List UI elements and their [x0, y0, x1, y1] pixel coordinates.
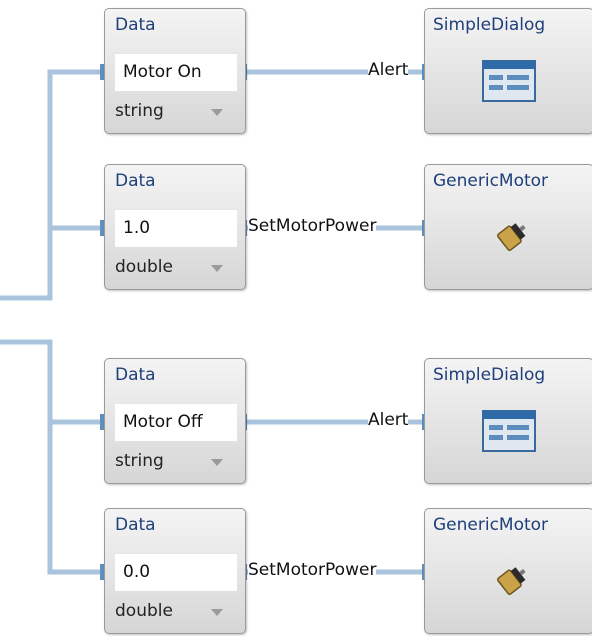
data-value-text: 0.0: [123, 562, 151, 582]
service-node-simpledialog[interactable]: SimpleDialog: [424, 358, 592, 484]
data-node-title: Data: [115, 365, 156, 385]
chevron-down-icon[interactable]: [211, 265, 223, 272]
motor-icon: [497, 223, 526, 251]
data-value-text: Motor Off: [123, 412, 203, 432]
data-value-field[interactable]: Motor On: [115, 53, 237, 91]
chevron-down-icon[interactable]: [211, 609, 223, 616]
wire-label-setmotorpower: SetMotorPower: [248, 216, 377, 236]
wire-label-alert: Alert: [368, 60, 409, 80]
service-node-simpledialog[interactable]: SimpleDialog: [424, 8, 592, 134]
wire-upper-trunk: [0, 69, 102, 301]
service-node-genericmotor[interactable]: GenericMotor: [424, 164, 592, 290]
data-node-power-on[interactable]: Data 1.0 double: [104, 164, 246, 290]
data-type-select[interactable]: double: [115, 601, 173, 621]
data-type-select[interactable]: double: [115, 257, 173, 277]
data-node-motor-off[interactable]: Data Motor Off string: [104, 358, 246, 484]
data-node-title: Data: [115, 515, 156, 535]
service-node-title: GenericMotor: [433, 171, 549, 191]
connector-in-3: [100, 414, 104, 430]
service-node-title: SimpleDialog: [433, 365, 546, 385]
wire-label-setmotorpower: SetMotorPower: [248, 560, 377, 580]
data-value-field[interactable]: 0.0: [115, 553, 237, 591]
data-node-motor-on[interactable]: Data Motor On string: [104, 8, 246, 134]
service-node-title: GenericMotor: [433, 515, 549, 535]
data-node-title: Data: [115, 171, 156, 191]
dialog-icon: [482, 410, 536, 452]
connector-in-1: [100, 64, 104, 80]
data-value-field[interactable]: 1.0: [115, 209, 237, 247]
data-value-text: Motor On: [123, 62, 202, 82]
connector-in-2: [100, 220, 104, 236]
service-node-genericmotor[interactable]: GenericMotor: [424, 508, 592, 634]
data-value-text: 1.0: [123, 218, 151, 238]
data-type-select[interactable]: string: [115, 451, 164, 471]
dialog-icon: [482, 60, 536, 102]
motor-icon: [497, 567, 526, 595]
wire-lower-trunk: [0, 339, 102, 575]
data-type-select[interactable]: string: [115, 101, 164, 121]
data-value-field[interactable]: Motor Off: [115, 403, 237, 441]
service-node-title: SimpleDialog: [433, 15, 546, 35]
data-node-power-off[interactable]: Data 0.0 double: [104, 508, 246, 634]
wire-label-alert: Alert: [368, 410, 409, 430]
connector-in-4: [100, 564, 104, 580]
data-node-title: Data: [115, 15, 156, 35]
chevron-down-icon[interactable]: [211, 109, 223, 116]
chevron-down-icon[interactable]: [211, 459, 223, 466]
